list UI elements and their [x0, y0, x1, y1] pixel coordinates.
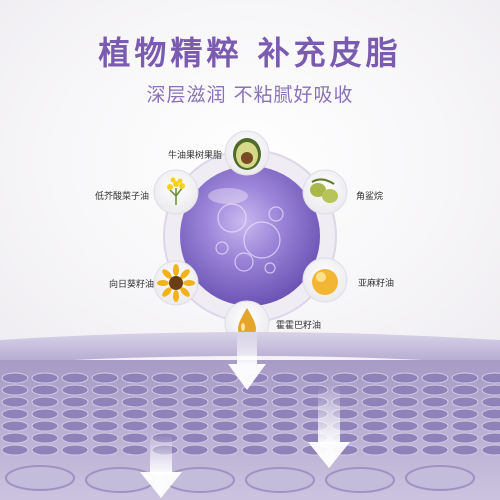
ingredient-label-sunflower: 向日葵籽油 [109, 280, 155, 290]
ingredient-label-flaxseed: 亚麻籽油 [358, 279, 395, 289]
serum-sphere [180, 166, 320, 306]
sphere-bubbles [215, 203, 284, 274]
ingredient-label-squalane: 角鲨烷 [356, 192, 384, 202]
surface-lobes [5, 465, 475, 493]
ingredient-label-rapeseed: 低芥酸菜子油 [95, 192, 150, 202]
cell-pattern [1, 372, 500, 456]
ingredient-label-avocado: 牛油果树果脂 [168, 151, 223, 161]
subheadline: 深层滋润 不粘腻好吸收 [146, 84, 354, 106]
absorb-arrow-icon [228, 330, 266, 390]
nail-surface-illustration [0, 330, 500, 500]
headline: 植物精粹 补充皮脂 [98, 34, 402, 72]
ingredient-label-jojoba: 霍霍巴籽油 [276, 321, 322, 331]
absorb-arrow-icon [140, 434, 182, 498]
absorb-arrow-icon [308, 386, 350, 468]
